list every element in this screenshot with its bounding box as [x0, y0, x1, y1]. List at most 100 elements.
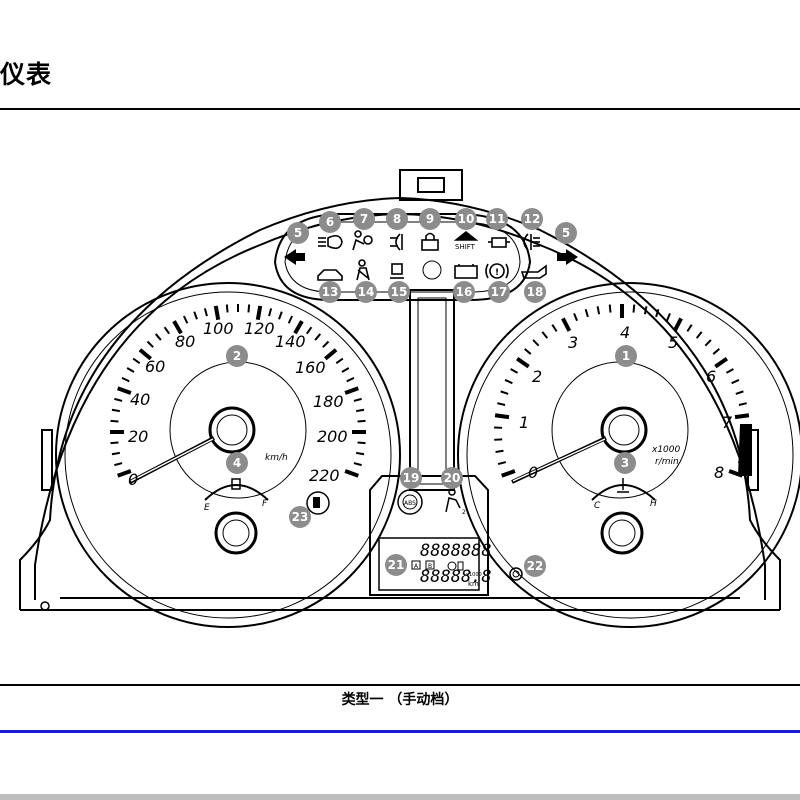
gauge-tick [731, 379, 740, 385]
gauge-tick [655, 308, 660, 318]
callout-19: 19 [400, 467, 422, 489]
speed-unit: km/h [265, 453, 288, 463]
gauge-tick [573, 312, 578, 322]
trip-a-label: A [414, 563, 419, 570]
gauge-tick [532, 339, 540, 347]
gauge-tick [341, 367, 350, 373]
rpm-label-7: 7 [722, 413, 733, 432]
gauge-tick [500, 390, 509, 395]
svg-text:5: 5 [562, 226, 570, 240]
svg-text:5: 5 [294, 226, 302, 240]
rpm-unit-rmin: r/min [655, 457, 679, 467]
lcd-km-label: km [468, 580, 479, 588]
temp-hot-label: H [650, 499, 657, 509]
gauge-tick [287, 315, 294, 324]
callout-17: 17 [488, 281, 510, 303]
gauge-tick [608, 304, 612, 313]
front-fog-light-icon [390, 233, 403, 251]
gauge-tick [714, 356, 728, 369]
callout-6: 6 [319, 211, 341, 233]
trip-reset-knob[interactable] [509, 567, 523, 581]
speed-label-80: 80 [175, 332, 195, 351]
gauge-tick [666, 312, 671, 322]
gauge-tick [632, 304, 636, 313]
svg-text:8: 8 [393, 212, 401, 226]
gauge-tick [712, 348, 720, 355]
rpm-label-5: 5 [668, 333, 678, 352]
headlight-icon [318, 234, 343, 250]
security-lock-icon [421, 232, 439, 251]
gauge-tick [596, 306, 601, 315]
temp-cold-label: C [594, 501, 601, 511]
callout-14: 14 [355, 281, 377, 303]
gauge-tick [672, 317, 683, 332]
brake-warning-icon [485, 263, 509, 279]
gauge-tick [247, 304, 251, 313]
gauge-tick [314, 333, 322, 341]
gauge-tick [225, 304, 229, 313]
svg-text:21: 21 [388, 558, 405, 572]
callout-3: 3 [614, 452, 636, 474]
coolant-temp-icon [617, 478, 629, 493]
gauge-tick [561, 317, 572, 332]
gauge-tick [114, 397, 123, 402]
svg-text:17: 17 [491, 285, 508, 299]
gauge-tick [725, 368, 734, 374]
gauge-tick [353, 397, 362, 402]
door-ajar-icon [317, 269, 343, 281]
gauge-tick [268, 308, 273, 317]
gauge-tick [695, 331, 703, 339]
callout-8: 8 [386, 208, 408, 230]
footer-bar [0, 794, 800, 800]
lcd-odometer-readout: 88888.8 [420, 567, 492, 587]
gauge-tick [735, 390, 744, 395]
gauge-tick [111, 451, 120, 456]
battery-charge-icon [454, 264, 478, 279]
airbag-warning-icon [352, 230, 373, 251]
fuel-full-label: F [262, 499, 268, 509]
callout-20: 20 [441, 467, 463, 489]
abs-label: ABS [404, 500, 416, 507]
gauge-tick [516, 356, 530, 369]
shift-label: SHIFT [455, 243, 476, 251]
gauge-tick [110, 441, 119, 445]
gauge-tick [524, 348, 532, 355]
check-engine-icon [488, 237, 510, 248]
speed-label-20: 20 [128, 427, 148, 446]
speed-label-40: 40 [130, 390, 150, 409]
gauge-tick [126, 367, 135, 373]
speed-label-120: 120 [244, 319, 275, 338]
gauge-tick [344, 469, 359, 478]
gauge-tick [584, 308, 589, 318]
rpm-unit-x1000: x1000 [651, 445, 681, 455]
callout-4: 4 [226, 452, 248, 474]
gauge-tick [344, 386, 359, 395]
svg-text:3: 3 [621, 456, 629, 470]
gauge-tick [278, 311, 283, 320]
gauge-tick [193, 311, 198, 320]
trunk-open-icon [390, 263, 404, 279]
gauge-tick [255, 305, 263, 321]
callout-15: 15 [388, 281, 410, 303]
speed-label-100: 100 [203, 319, 234, 338]
svg-text:14: 14 [358, 285, 375, 299]
gauge-tick [357, 441, 366, 445]
gauge-tick [686, 324, 693, 332]
gauge-tick [510, 368, 519, 374]
gauge-tick [203, 308, 208, 317]
trip-b-label: B [428, 563, 432, 570]
rpm-label-0: 0 [528, 463, 538, 482]
gauge-tick [541, 331, 549, 339]
gauge-tick [154, 333, 162, 341]
speed-label-200: 200 [317, 427, 348, 446]
fuel-empty-label: E [204, 503, 210, 513]
gauge-tick [306, 326, 313, 335]
gauge-tick [163, 326, 170, 335]
left-turn-signal-icon [284, 249, 305, 265]
svg-text:10: 10 [458, 212, 475, 226]
rpm-label-6: 6 [706, 367, 716, 386]
rpm-label-1: 1 [519, 413, 529, 432]
gauge-tick [551, 324, 558, 332]
lcd-x1000-label: x1000 [466, 572, 482, 578]
rear-fog-light-icon [523, 233, 540, 251]
